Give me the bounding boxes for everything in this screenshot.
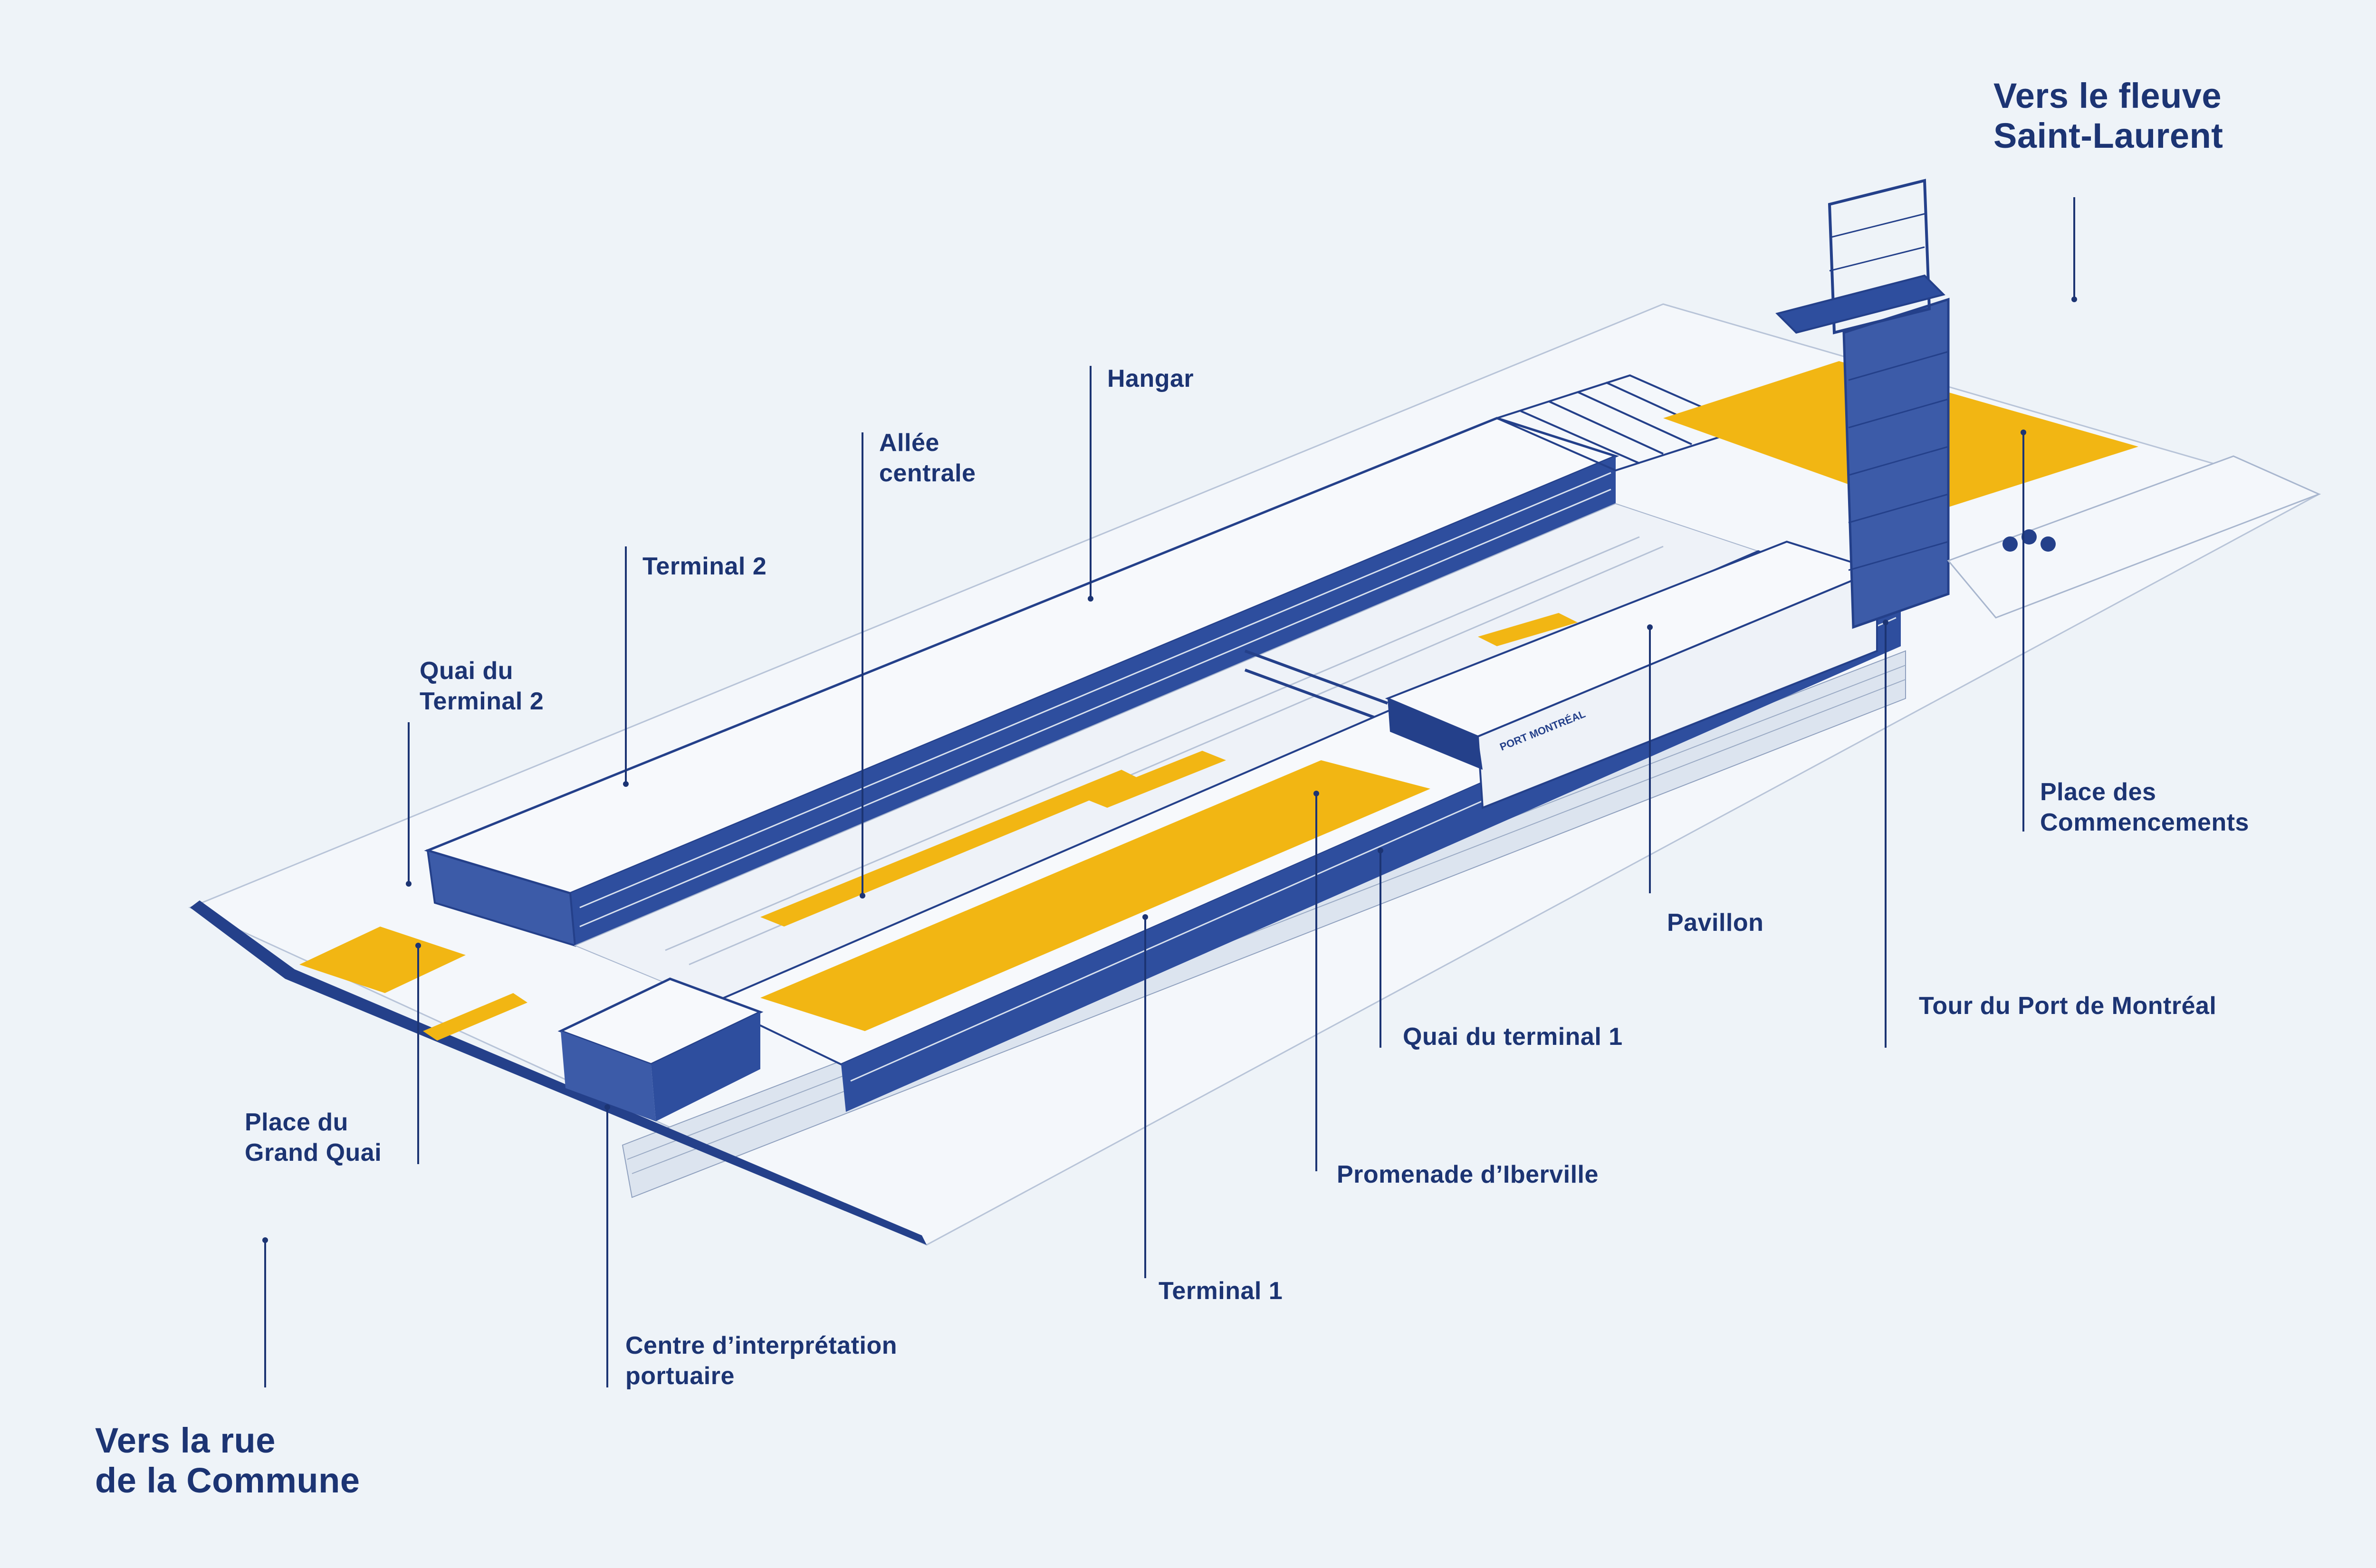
place-du-grand-quai-area xyxy=(299,927,466,993)
roof-terrace-t2 xyxy=(760,770,1140,927)
roof-terrace-main xyxy=(760,760,1430,1031)
roof-terrace-pavilion xyxy=(1478,613,1578,646)
pavilion-dark-band xyxy=(1388,698,1483,770)
quay-terrace-small xyxy=(423,993,527,1041)
left-ramp xyxy=(190,900,927,1245)
tower-forecourt xyxy=(1947,455,2321,619)
fountain-marks xyxy=(2002,529,2056,552)
label-terminal-1: Terminal 1 xyxy=(1159,1277,1283,1305)
hangar-window-rows xyxy=(579,472,1611,927)
hangar-facade xyxy=(570,456,1616,946)
leader-lines xyxy=(264,197,2075,1387)
label-to-river: Vers le fleuve Saint-Laurent xyxy=(1993,76,2223,155)
roof-terrace-upper xyxy=(1083,751,1226,808)
label-interpretation-centre: Centre d’interprétation portuaire xyxy=(625,1332,897,1390)
label-place-commencements: Place des Commencements xyxy=(2040,778,2249,836)
label-place-grand-quai: Place du Grand Quai xyxy=(245,1109,382,1166)
leader-endpoints xyxy=(262,296,2077,1243)
label-terminal-2: Terminal 2 xyxy=(642,553,767,580)
tower-lattice xyxy=(1829,213,1949,571)
label-pavilion: Pavillon xyxy=(1667,909,1764,937)
tower-top xyxy=(1828,179,1931,335)
label-hangar: Hangar xyxy=(1107,365,1194,392)
footbridge xyxy=(1244,650,1389,724)
label-tower: Tour du Port de Montréal xyxy=(1919,992,2217,1020)
label-terminal-2-quay: Quai du Terminal 2 xyxy=(420,657,544,715)
tower-platform xyxy=(1775,274,1945,334)
label-central-alley: Allée centrale xyxy=(879,429,976,487)
tower-shaft xyxy=(1842,297,1950,629)
pavilion-facade xyxy=(1476,569,1878,809)
label-promenade: Promenade d’Iberville xyxy=(1337,1161,1599,1188)
interpretation-centre-facade xyxy=(561,1031,656,1121)
label-to-street: Vers la rue de la Commune xyxy=(95,1421,360,1500)
label-terminal-1-quay: Quai du terminal 1 xyxy=(1403,1023,1623,1051)
interpretation-centre-side xyxy=(651,1012,760,1121)
